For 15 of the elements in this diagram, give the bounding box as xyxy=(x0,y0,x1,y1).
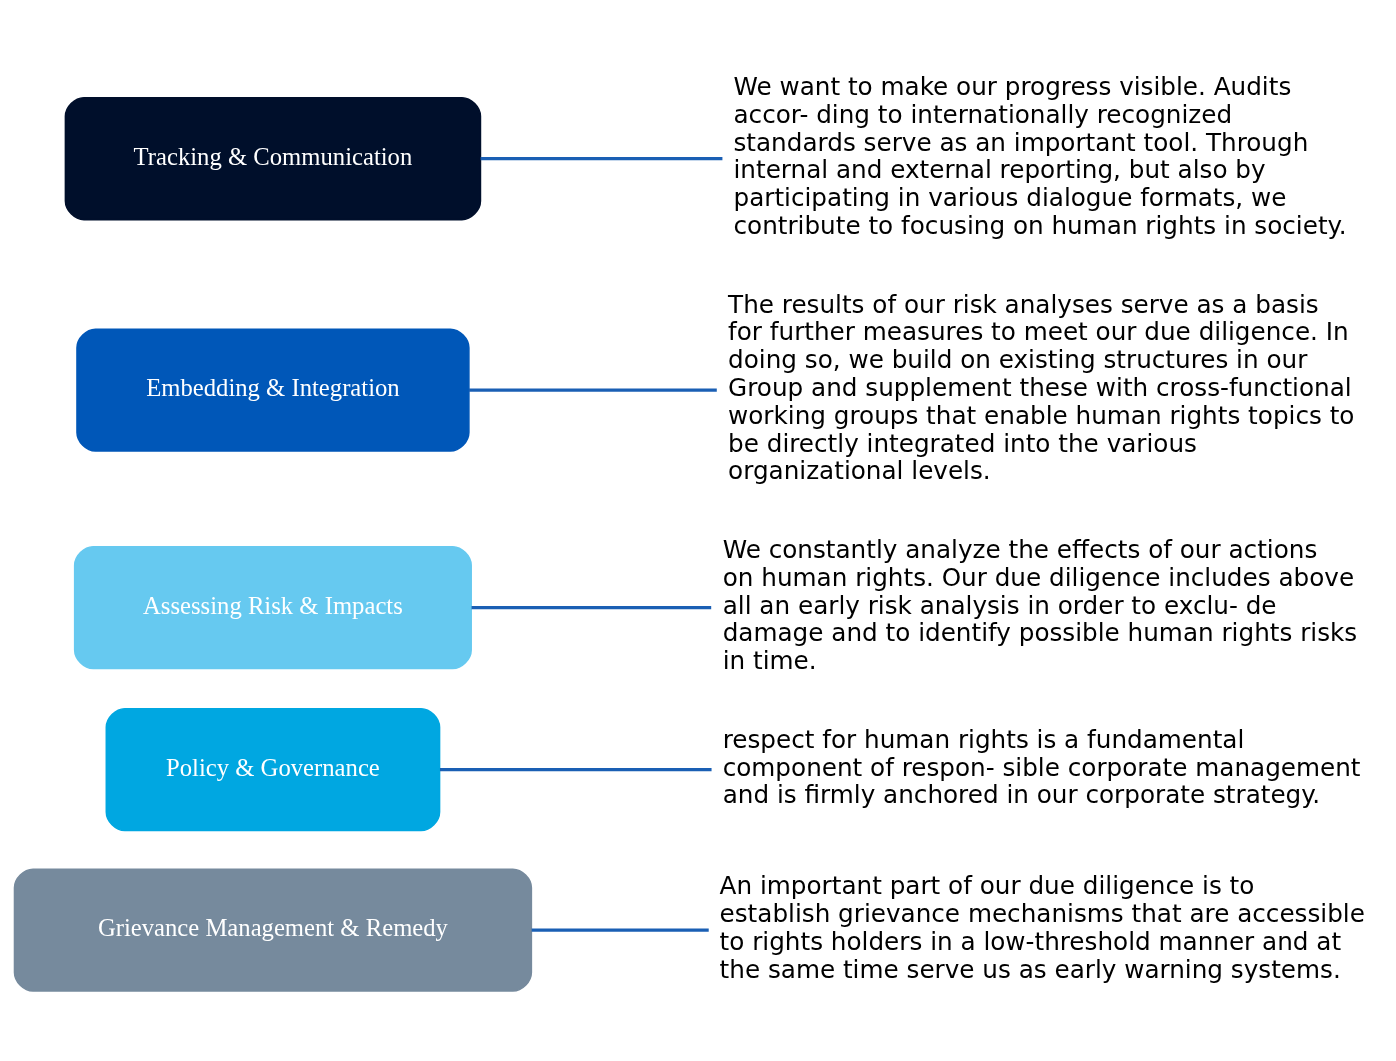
node-box: Grievance Management & Remedy xyxy=(13,868,533,992)
node-box: Tracking & Communication xyxy=(64,96,482,221)
node-box: Assessing Risk & Impacts xyxy=(73,545,472,670)
node-text: We constantly analyze the effects of our actions on human rights. Our due diligence includes above all an early risk analysis in order to exclu- de damage and to identify possible human rights risks in time. xyxy=(722,534,1358,676)
node-text: The results of our risk analyses serve as a basis for further measures to meet our due diligence. In doing so, we build on existing structures in our Group and supplement these with cross-functional working groups that enable human rights topics to be directly integrated into the various organizational levels. xyxy=(728,289,1355,486)
node-text: respect for human rights is a fundamental component of respon- sible corporate management and is firmly anchored in our corporate strategy. xyxy=(722,724,1361,810)
node-box: Embedding & Integration xyxy=(76,328,470,452)
connector xyxy=(471,606,712,610)
connector xyxy=(469,388,717,392)
connector xyxy=(439,768,712,772)
node-box: Policy & Governance xyxy=(105,707,441,832)
node-text: We want to make our progress visible. Audits accor- ding to internationally recognized standards serve as an important tool. Through internal and external reporting, but also by participating in various dialogue formats, we contribute to focusing on human rights in society. xyxy=(733,72,1347,240)
connector xyxy=(531,928,709,932)
node-text: An important part of our due diligence is to establish grievance mechanisms that are accessible to rights holders in a low-threshold manner and at the same time serve us as early warning systems. xyxy=(719,871,1365,984)
connector xyxy=(480,157,723,161)
